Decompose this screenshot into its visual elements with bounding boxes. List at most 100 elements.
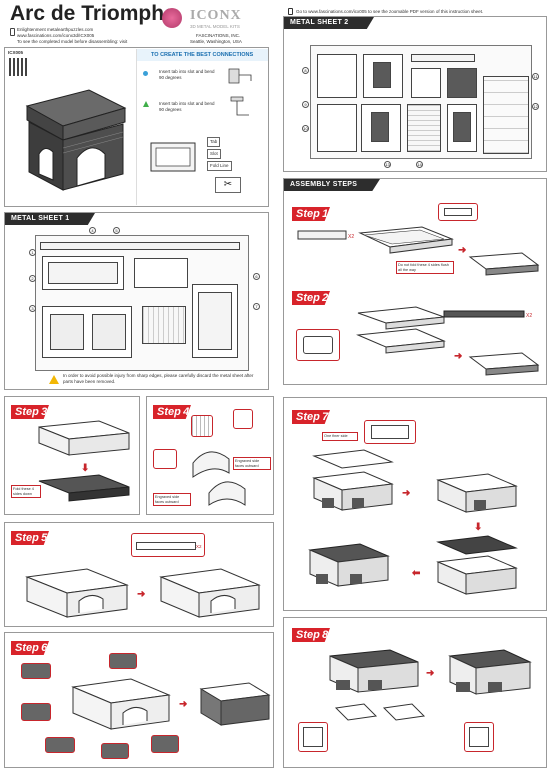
step-8-panel: Step 8 ➜ bbox=[283, 617, 547, 768]
callout-number: 8 bbox=[302, 67, 309, 74]
sheet1-top-strip bbox=[40, 242, 240, 250]
step-5-panel: Step 5 X2 ➜ bbox=[4, 522, 274, 627]
connections-title: TO CREATE THE BEST CONNECTIONS bbox=[137, 49, 268, 61]
step-6-callout-3 bbox=[45, 737, 75, 753]
step-6-diagram: ➜ bbox=[71, 678, 271, 730]
phone-icon bbox=[10, 28, 15, 36]
sheet2-panel-g bbox=[411, 68, 441, 98]
step-5-callout: X2 bbox=[131, 533, 205, 557]
company-name: FASCINATIONS, INC. bbox=[196, 33, 241, 38]
tab-bend-diagram-icon bbox=[228, 68, 252, 116]
step-5-label: Step 5 bbox=[11, 531, 49, 545]
sheet2-relief-d bbox=[447, 68, 477, 98]
step-1-diagram: X2 ➜ bbox=[297, 226, 540, 276]
sheet1-panel-right-inner bbox=[198, 292, 232, 350]
callout-number: 3 bbox=[29, 305, 36, 312]
step-4-callout-arch bbox=[233, 409, 253, 429]
tip-dot-2 bbox=[143, 101, 149, 107]
callout-number: 12 bbox=[532, 103, 539, 110]
metal-sheet-1-title: METAL SHEET 1 bbox=[5, 213, 95, 225]
step-6-callout-1 bbox=[21, 663, 51, 679]
assembly-steps-panel: ASSEMBLY STEPS Step 1 X2 ➜ Do not fold t… bbox=[283, 178, 547, 385]
callout-number: 11 bbox=[532, 73, 539, 80]
step-7-callout bbox=[364, 420, 416, 444]
step-4-note-1: Engraved side faces outward bbox=[233, 457, 271, 470]
sheet2-relief-a bbox=[373, 62, 391, 88]
qr-code-icon bbox=[9, 58, 27, 76]
step-5-strip-icon bbox=[136, 542, 196, 550]
sheet2-panel-a bbox=[317, 54, 357, 98]
step-4-panel: Step 4 Engraved side faces outward Engra… bbox=[146, 396, 274, 515]
callout-number: 2 bbox=[29, 275, 36, 282]
step-1-callout bbox=[438, 203, 478, 221]
step-8-diagram: ➜ bbox=[329, 649, 532, 721]
svg-text:➜: ➜ bbox=[426, 668, 434, 679]
step-7-note: One finer side bbox=[322, 432, 358, 441]
svg-text:➜: ➜ bbox=[458, 245, 466, 256]
web-line-2: www.fascinations.com/iconx3d/ICX005 bbox=[17, 33, 95, 38]
step-2-frame-icon bbox=[303, 336, 333, 354]
callout-number: 5 bbox=[113, 227, 120, 234]
step-2-callout bbox=[296, 329, 340, 361]
fascinations-badge-icon bbox=[162, 8, 182, 28]
label-slot: Slot bbox=[207, 149, 221, 159]
warning-text: In order to avoid possible injury from s… bbox=[63, 373, 254, 384]
company-city: Seattle, Washington, USA bbox=[190, 39, 242, 44]
step-4-note-2: Engraved side faces outward bbox=[153, 493, 191, 506]
step-3-panel: Step 3 ⬇ Fold these 4 sides down bbox=[4, 396, 140, 515]
sheet2-relief-b bbox=[371, 112, 389, 142]
sheet2-panel-c bbox=[317, 104, 357, 152]
warning-icon bbox=[49, 375, 59, 384]
top-note: Go to www.fascinations.com/icx005 to see… bbox=[296, 9, 484, 14]
step-1-part-icon bbox=[444, 208, 472, 216]
step-6-callout-2 bbox=[21, 703, 51, 721]
tip-dot-1 bbox=[143, 71, 148, 76]
step-5-multiplier: X2 bbox=[196, 544, 202, 549]
svg-text:⬇: ⬇ bbox=[81, 463, 89, 474]
page-title: Arc de Triomphe bbox=[10, 2, 176, 25]
callout-number: 13 bbox=[384, 161, 391, 168]
sheet2-panel-f bbox=[483, 76, 529, 154]
metal-sheet-1-panel: METAL SHEET 1 1 2 3 4 5 6 7 In order to … bbox=[4, 212, 269, 390]
connection-tip-2: Insert tab into slot and bend 90 degrees bbox=[159, 101, 215, 112]
logo-subtitle: 3D METAL MODEL KITS bbox=[190, 24, 240, 29]
step-8-square-icon bbox=[303, 727, 323, 747]
svg-text:➜: ➜ bbox=[402, 488, 410, 499]
sheet1-mid-strip bbox=[134, 258, 188, 288]
callout-number: 6 bbox=[253, 273, 260, 280]
step-6-callout-5 bbox=[151, 735, 179, 753]
svg-text:⬇: ⬇ bbox=[474, 522, 482, 533]
step-3-diagram: ⬇ bbox=[38, 420, 130, 502]
svg-text:X2: X2 bbox=[526, 313, 532, 319]
pliers-icon: ✂ bbox=[215, 177, 241, 193]
svg-text:⬅: ⬅ bbox=[411, 568, 421, 579]
step-8-callout-2 bbox=[464, 722, 494, 752]
svg-text:X2: X2 bbox=[348, 234, 354, 240]
header-block: Arc de Triomphe Enlightenment metalearth… bbox=[4, 0, 274, 48]
step-7-plate-icon bbox=[371, 425, 409, 439]
step-4-label: Step 4 bbox=[153, 405, 191, 419]
model-illustration bbox=[25, 89, 127, 191]
step-4-diagram bbox=[192, 451, 246, 506]
connections-box: TO CREATE THE BEST CONNECTIONS Insert ta… bbox=[136, 49, 268, 205]
svg-text:➜: ➜ bbox=[179, 699, 187, 710]
step-8-square-icon-2 bbox=[469, 727, 489, 747]
metal-sheet-2-title: METAL SHEET 2 bbox=[284, 17, 374, 29]
step-4-callout-side bbox=[153, 449, 177, 469]
svg-text:➜: ➜ bbox=[454, 351, 462, 362]
phone-icon-2 bbox=[288, 8, 293, 15]
callout-number: 1 bbox=[29, 249, 36, 256]
callout-number: 14 bbox=[416, 161, 423, 168]
step-4-callout-grid bbox=[191, 415, 213, 437]
sheet1-arch-piece bbox=[50, 314, 84, 350]
step-3-label: Step 3 bbox=[11, 405, 49, 419]
step-8-label: Step 8 bbox=[292, 628, 330, 642]
metal-sheet-2-diagram bbox=[310, 45, 532, 159]
step-7-label: Step 7 bbox=[292, 410, 330, 424]
step-6-callout-4 bbox=[109, 653, 137, 669]
step-7-diagram: ➜ ⬇ ⬅ bbox=[308, 449, 518, 595]
step-2-label: Step 2 bbox=[292, 291, 330, 305]
metal-sheet-1-diagram bbox=[35, 235, 249, 371]
step-1-label: Step 1 bbox=[292, 207, 330, 221]
intro-panel: ICX005 TO CREATE THE BEST CONNECTIONS In… bbox=[4, 47, 269, 207]
